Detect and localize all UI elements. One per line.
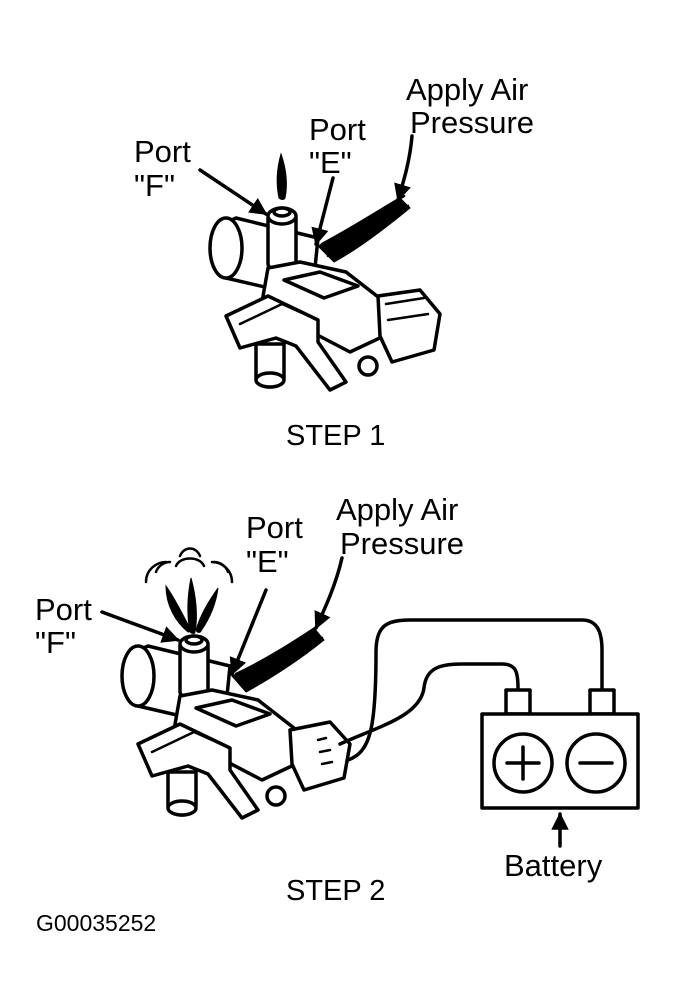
step1-port-e-arrow bbox=[311, 176, 335, 246]
step2-port-e-arrow bbox=[229, 588, 268, 676]
step1-air-jet bbox=[276, 152, 287, 200]
step1-air-hose bbox=[317, 197, 411, 263]
step1-group: Port "F" Port "E" Apply Air Pressure STE… bbox=[134, 72, 537, 452]
step1-port-f-arrow bbox=[198, 168, 268, 216]
step2-air-jets bbox=[144, 547, 234, 634]
step2-battery-label: Battery bbox=[504, 848, 603, 883]
step2-air-label: Apply Air Pressure bbox=[336, 492, 467, 561]
step2-battery bbox=[480, 688, 640, 810]
step2-port-e-label: Port "E" bbox=[246, 510, 311, 579]
step2-group: Port "F" Port "E" Apply Air Pressure Bat… bbox=[35, 492, 640, 907]
step2-title: STEP 2 bbox=[286, 875, 385, 907]
step2-wire-negative bbox=[346, 618, 604, 762]
step1-title: STEP 1 bbox=[286, 420, 385, 452]
step1-air-arrow bbox=[394, 134, 414, 202]
step2-wire-positive bbox=[338, 662, 520, 746]
step2-port-f-label: Port "F" bbox=[35, 592, 100, 660]
step1-valve bbox=[208, 206, 442, 392]
step1-air-label: Apply Air Pressure bbox=[406, 72, 537, 140]
step1-port-e-label: Port "E" bbox=[309, 112, 374, 180]
figure-code: G00035252 bbox=[36, 910, 156, 936]
step2-air-arrow bbox=[314, 556, 344, 630]
step2-valve bbox=[120, 634, 352, 820]
step2-port-f-arrow bbox=[100, 610, 180, 643]
step1-port-f-label: Port "F" bbox=[134, 134, 199, 203]
